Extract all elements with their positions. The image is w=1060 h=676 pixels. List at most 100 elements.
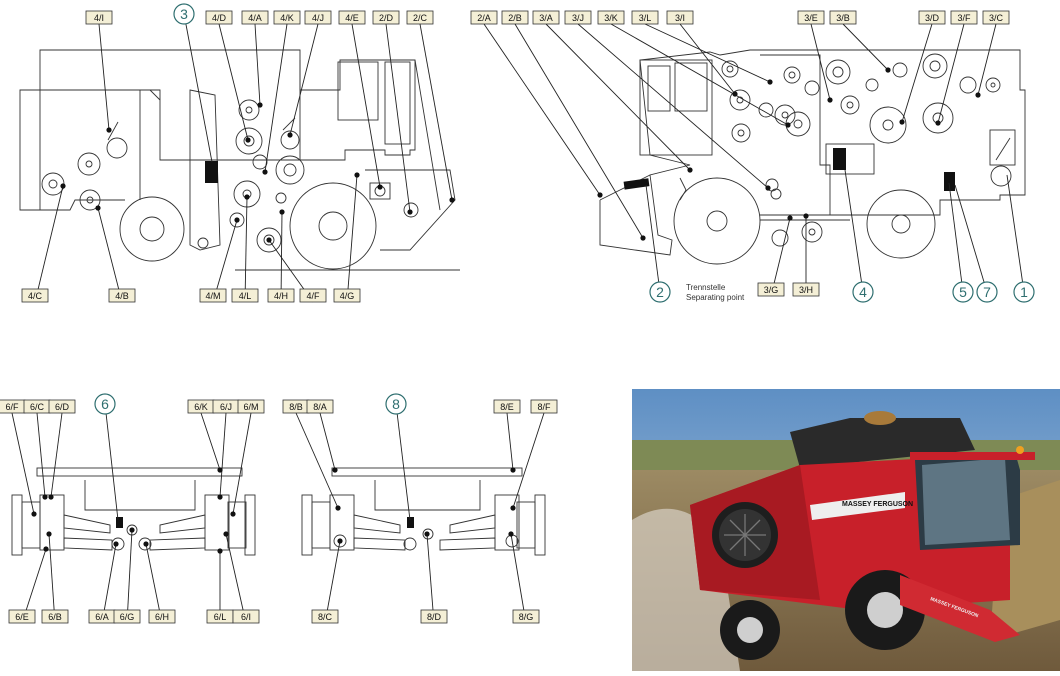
part-label-4-g: 4/G <box>333 288 361 303</box>
sensor-block-8 <box>407 517 414 528</box>
leader-line-6-f <box>11 412 35 515</box>
leader-dot-4-f <box>266 237 272 243</box>
leader-dot-3-f <box>935 120 941 126</box>
sensor-block-5 <box>944 172 955 191</box>
leader-line-4-k <box>264 23 288 173</box>
section-marker-c6: 6 <box>94 393 116 415</box>
leader-dot-8-f <box>510 505 516 511</box>
part-label-3-d: 3/D <box>918 10 946 25</box>
leader-dot-4-d <box>245 137 251 143</box>
leader-dot-3-d <box>899 119 905 125</box>
sensor-block-2 <box>623 178 650 190</box>
leader-line-6-j <box>219 412 227 498</box>
part-label-text: 6/J <box>220 402 232 412</box>
leader-dot-4-l <box>244 194 250 200</box>
part-label-3-b: 3/B <box>829 10 857 25</box>
leader-line-6-g <box>126 529 133 624</box>
marker-line-c5 <box>948 182 964 293</box>
part-label-6-f: 6/F <box>0 399 26 414</box>
part-label-3-e: 3/E <box>797 10 825 25</box>
part-label-text: 6/G <box>120 612 135 622</box>
part-label-text: 2/A <box>477 13 491 23</box>
leader-dot-4-b <box>95 205 101 211</box>
part-label-box <box>532 10 560 25</box>
part-label-text: 8/B <box>289 402 303 412</box>
leader-line-6-k <box>200 412 221 471</box>
part-label-3-a: 3/A <box>532 10 560 25</box>
marker-line-c6 <box>104 403 119 521</box>
leader-line-3-l <box>644 23 771 83</box>
part-label-text: 3/H <box>799 285 813 295</box>
sensor-block-3 <box>205 161 218 183</box>
leader-dot-3-l <box>767 79 773 85</box>
part-label-text: 8/F <box>537 402 551 412</box>
section-marker-c4: 4 <box>852 281 874 303</box>
section-marker-c8: 8 <box>385 393 407 415</box>
part-label-text: 4/M <box>205 291 220 301</box>
section-marker-ring <box>385 393 407 415</box>
part-label-box <box>48 399 76 414</box>
part-label-box <box>113 609 141 624</box>
leader-dot-3-j <box>765 185 771 191</box>
part-label-box <box>108 288 136 303</box>
part-label-text: 6/L <box>214 612 227 622</box>
leader-line-2-c <box>419 23 453 201</box>
leader-dot-3-e <box>827 97 833 103</box>
part-label-text: 4/B <box>115 291 129 301</box>
leader-line-6-i <box>225 533 247 624</box>
part-label-text: 4/A <box>248 13 262 23</box>
leader-dot-4-e <box>377 184 383 190</box>
marker-line-c7 <box>954 184 988 293</box>
leader-dot-6-g <box>129 527 135 533</box>
part-label-3-h: 3/H <box>792 282 820 297</box>
part-label-box <box>241 10 269 25</box>
part-label-text: 3/G <box>764 285 779 295</box>
leader-line-8-f <box>512 412 545 509</box>
part-label-box <box>199 288 227 303</box>
part-label-text: 3/I <box>675 13 685 23</box>
part-label-3-k: 3/K <box>597 10 625 25</box>
part-label-text: 4/J <box>312 13 324 23</box>
part-label-text: 3/B <box>836 13 850 23</box>
leader-dot-4-k <box>262 169 268 175</box>
leader-line-4-l <box>244 196 248 303</box>
marker-line-c4 <box>844 169 864 293</box>
part-label-text: 8/G <box>519 612 534 622</box>
section-marker-number: 6 <box>101 396 109 412</box>
section-marker-number: 7 <box>983 284 991 300</box>
leader-line-4-a <box>254 23 261 106</box>
section-marker-number: 2 <box>656 284 664 300</box>
part-label-4-j: 4/J <box>304 10 332 25</box>
leader-line-3-i <box>679 23 736 95</box>
panel-left-side <box>19 49 460 271</box>
leader-dot-8-c <box>337 538 343 544</box>
leader-dot-6-h <box>143 541 149 547</box>
part-label-8-b: 8/B <box>282 399 310 414</box>
part-label-text: 3/K <box>604 13 618 23</box>
part-label-box <box>338 10 366 25</box>
part-label-box <box>372 10 400 25</box>
part-label-6-a: 6/A <box>88 609 116 624</box>
leader-dot-2-b <box>640 235 646 241</box>
part-label-text: 6/D <box>55 402 70 412</box>
part-label-box <box>666 10 694 25</box>
part-label-3-l: 3/L <box>631 10 659 25</box>
leader-dots <box>31 67 981 554</box>
part-label-text: 4/I <box>94 13 104 23</box>
leader-line-3-b <box>842 23 889 71</box>
part-label-box <box>757 282 785 297</box>
section-marker-c3: 3 <box>173 3 195 25</box>
part-label-text: 4/F <box>306 291 320 301</box>
part-label-4-h: 4/H <box>267 288 295 303</box>
leader-line-2-b <box>514 23 644 239</box>
leader-line-2-a <box>483 23 601 196</box>
leader-dot-6-a <box>113 541 119 547</box>
part-label-4-a: 4/A <box>241 10 269 25</box>
leader-dot-3-b <box>885 67 891 73</box>
part-label-text: 4/G <box>340 291 355 301</box>
part-label-3-g: 3/G <box>757 282 785 297</box>
leader-line-3-f <box>937 23 965 124</box>
part-label-text: 4/K <box>280 13 294 23</box>
part-label-4-k: 4/K <box>273 10 301 25</box>
